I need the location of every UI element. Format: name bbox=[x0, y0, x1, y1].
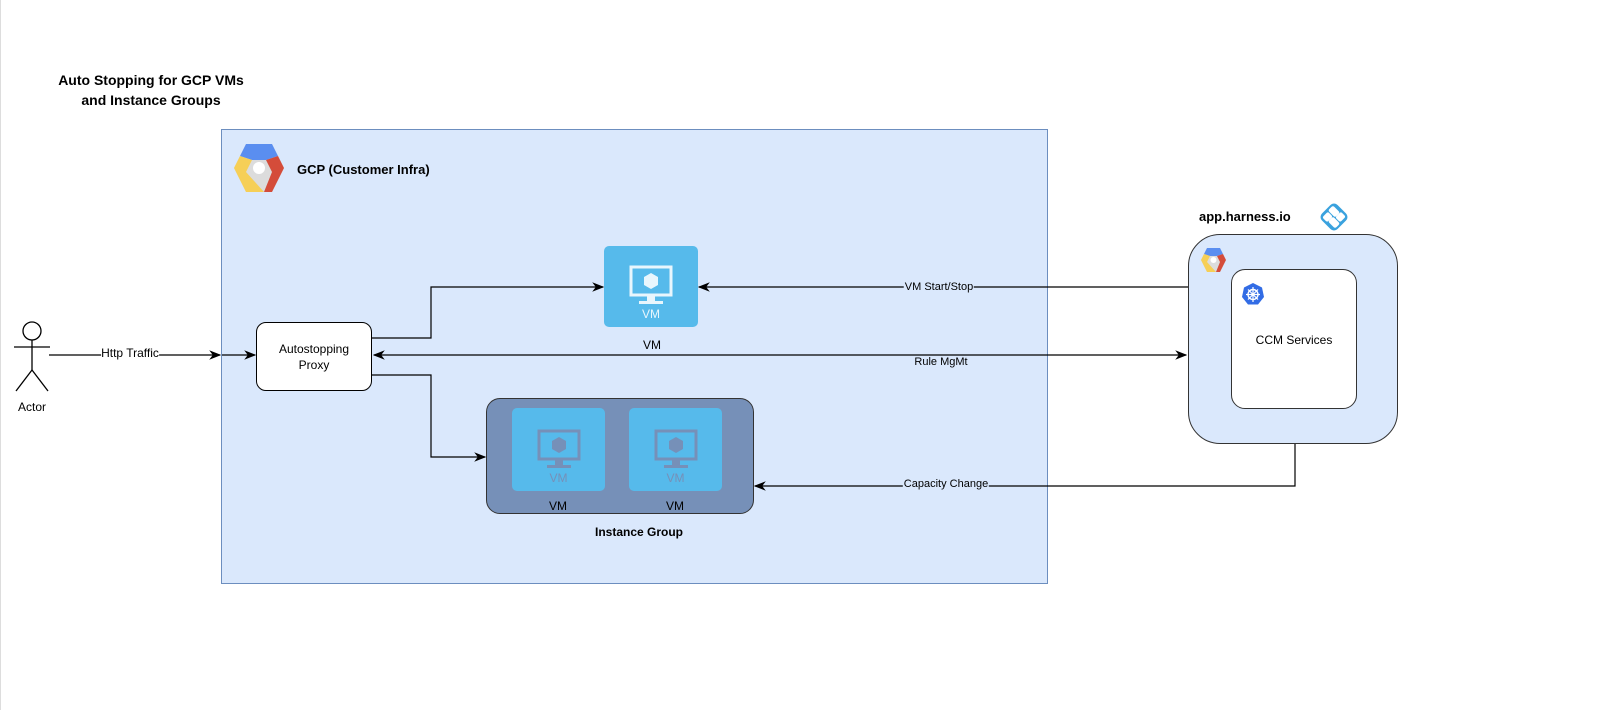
ig-vm-caption-1: VM bbox=[549, 499, 567, 513]
virtual-machine-icon bbox=[537, 429, 580, 468]
capacity-change-label: Capacity Change bbox=[902, 478, 990, 490]
gcp-logo-icon bbox=[1201, 248, 1226, 272]
virtual-machine-icon bbox=[654, 429, 697, 468]
actor-figure bbox=[14, 321, 50, 392]
ig-vm-node-1[interactable]: VM bbox=[512, 408, 605, 491]
harness-label: app.harness.io bbox=[1199, 209, 1291, 224]
diagram-title: Auto Stopping for GCP VMs and Instance G… bbox=[58, 72, 244, 108]
ig-vm-node-2[interactable]: VM bbox=[629, 408, 722, 491]
virtual-machine-icon bbox=[629, 265, 673, 304]
rule-mgmt-label: Rule MgMt bbox=[913, 356, 969, 368]
actor-label: Actor bbox=[17, 400, 47, 414]
vm-start-stop-label: VM Start/Stop bbox=[903, 281, 975, 293]
harness-logo-icon bbox=[1320, 203, 1348, 231]
vm-caption: VM bbox=[643, 338, 661, 352]
gcp-label: GCP (Customer Infra) bbox=[297, 162, 430, 177]
instance-group-label: Instance Group bbox=[594, 525, 684, 539]
gcp-logo-icon bbox=[234, 144, 284, 192]
ig-vm-caption-2: VM bbox=[666, 499, 684, 513]
ccm-services-label: CCM Services bbox=[1255, 333, 1333, 347]
vm-node[interactable]: VM bbox=[604, 246, 698, 327]
http-traffic-label: Http Traffic bbox=[101, 346, 159, 360]
kubernetes-icon bbox=[1242, 283, 1264, 305]
capacity-change-edge bbox=[753, 444, 1296, 491]
proxy-to-ig-edge bbox=[372, 374, 487, 462]
proxy-to-vm-edge bbox=[372, 282, 605, 339]
autostopping-proxy-node[interactable]: Autostopping Proxy bbox=[256, 322, 372, 391]
